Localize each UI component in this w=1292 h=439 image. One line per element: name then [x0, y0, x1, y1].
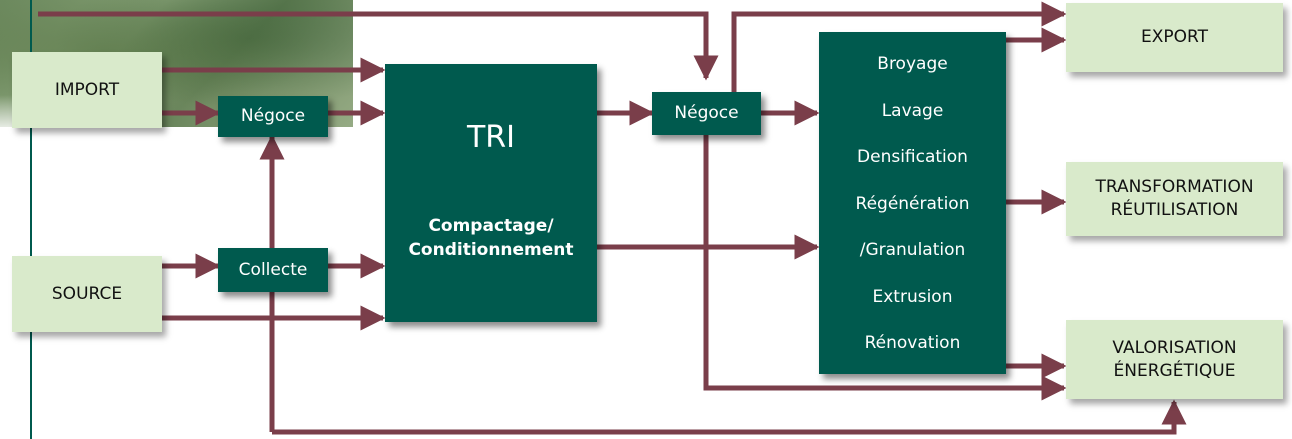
- transformation-label-line2: RÉUTILISATION: [1110, 200, 1239, 220]
- processing-step: Rénovation: [864, 333, 961, 353]
- arrow-bottom-to-valorisation: [272, 399, 1187, 435]
- processing-step: Extrusion: [872, 286, 953, 307]
- arrow-top-to-negoce-right: [38, 11, 719, 81]
- processing-box: Broyage Lavage Densification Régénératio…: [819, 32, 1006, 374]
- processing-step: Régénération: [855, 193, 970, 214]
- transformation-box: TRANSFORMATION RÉUTILISATION: [1066, 162, 1283, 236]
- negoce-right-label: Négoce: [674, 103, 739, 124]
- import-box: IMPORT: [12, 52, 162, 128]
- negoce-left-box: Négoce: [218, 96, 328, 137]
- arrow-negoce-right-down-to-valorisation: [703, 135, 1067, 401]
- tri-subtitle: Compactage/ Conditionnement: [408, 215, 573, 263]
- export-label: EXPORT: [1141, 27, 1208, 48]
- tri-subtitle-line1: Compactage/: [428, 216, 554, 237]
- processing-step: Lavage: [881, 100, 944, 121]
- processing-step: Broyage: [877, 54, 948, 74]
- valorisation-label-line2: ÉNERGÉTIQUE: [1113, 360, 1236, 381]
- source-box: SOURCE: [12, 256, 162, 332]
- source-label: SOURCE: [51, 283, 123, 304]
- collecte-box: Collecte: [218, 248, 328, 292]
- negoce-left-label: Négoce: [240, 106, 306, 127]
- valorisation-box: VALORISATION ÉNERGÉTIQUE: [1066, 320, 1283, 399]
- processing-step: Densification: [857, 147, 968, 167]
- tri-subtitle-line2: Conditionnement: [408, 240, 574, 260]
- export-box: EXPORT: [1066, 3, 1283, 72]
- import-label: IMPORT: [54, 79, 120, 100]
- tri-box: TRI Compactage/ Conditionnement: [385, 64, 597, 322]
- negoce-right-box: Négoce: [652, 92, 761, 135]
- arrow-negoce-right-to-export-top: [731, 1, 1067, 92]
- valorisation-label-line1: VALORISATION: [1112, 337, 1237, 358]
- processing-step: /Granulation: [859, 240, 966, 260]
- tri-title: TRI: [466, 120, 516, 156]
- collecte-label: Collecte: [238, 259, 308, 280]
- left-vertical-rule: [30, 0, 32, 439]
- transformation-label-line1: TRANSFORMATION: [1095, 177, 1254, 198]
